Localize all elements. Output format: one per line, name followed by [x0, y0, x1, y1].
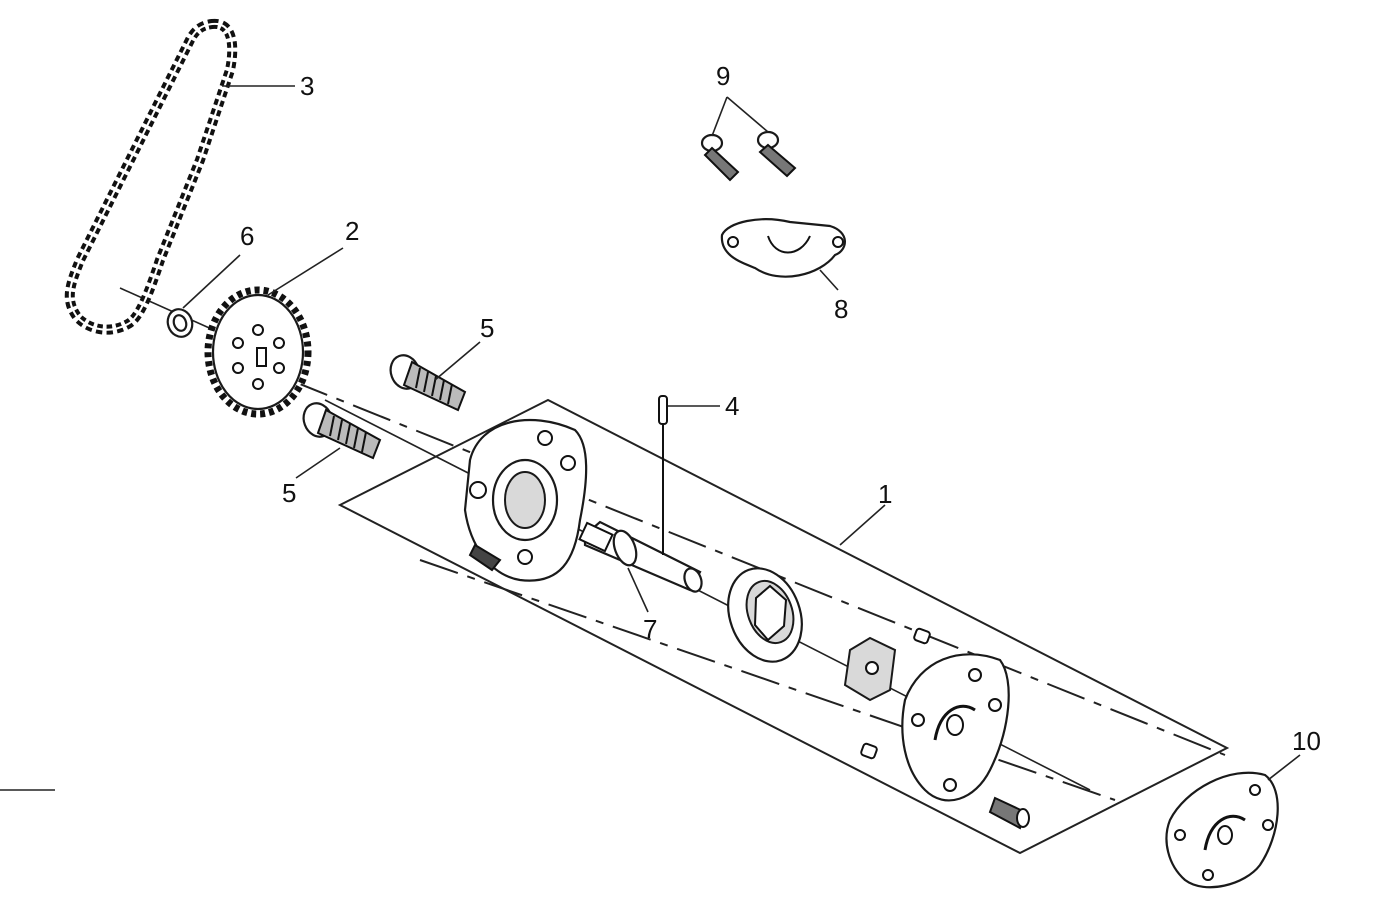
cover-screw-left — [700, 133, 740, 182]
callout-9: 9 — [716, 61, 730, 91]
callout-6: 6 — [240, 221, 254, 251]
callout-7: 7 — [643, 614, 657, 644]
cover-bracket — [720, 218, 846, 278]
pump-cover-plate — [1165, 771, 1279, 889]
dowel-pin — [658, 395, 668, 555]
pump-body-rear — [901, 653, 1010, 802]
leader-lines — [182, 85, 1301, 781]
assembly-outline-box — [337, 398, 1230, 855]
circlip — [166, 308, 194, 338]
inner-rotor — [843, 636, 897, 702]
outer-rotor — [727, 567, 803, 663]
callout-8: 8 — [834, 294, 848, 324]
callout-2: 2 — [345, 216, 359, 246]
callout-1: 1 — [878, 479, 892, 509]
axis-line-lower — [419, 559, 1116, 801]
bolt-lower — [302, 402, 382, 460]
callout-10: 10 — [1292, 726, 1321, 756]
callout-4: 4 — [725, 391, 739, 421]
cover-screw-right — [756, 130, 797, 178]
drive-shaft — [578, 520, 703, 593]
callout-3: 3 — [300, 71, 314, 101]
pump-housing-front — [463, 418, 588, 582]
locating-dowels — [860, 627, 931, 760]
bolt-upper — [389, 354, 467, 412]
rear-screw — [988, 796, 1030, 830]
callout-5-lower: 5 — [282, 478, 296, 508]
sprocket — [204, 286, 312, 418]
drive-chain — [64, 18, 238, 335]
callout-5-upper: 5 — [480, 313, 494, 343]
